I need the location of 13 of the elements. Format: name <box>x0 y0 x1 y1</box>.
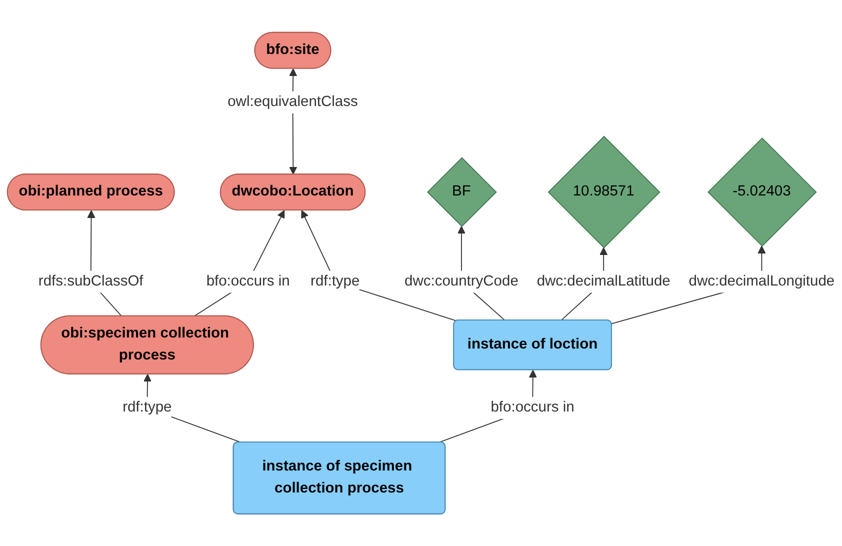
edge-label: dwc:countryCode <box>404 273 518 289</box>
edge-label: owl:equivalentClass <box>228 94 358 110</box>
node-diamond: -5.02403 <box>708 137 817 247</box>
edge-label: bfo:occurs in <box>206 273 290 289</box>
edge-label: rdf:type <box>122 400 172 416</box>
arrow <box>301 210 458 322</box>
node-diamond: 10.98571 <box>548 136 660 248</box>
edge-label: dwc:decimalLatitude <box>536 273 670 289</box>
edge-label: dwc:decimalLongitude <box>688 273 835 289</box>
edge-label: bfo:occurs in <box>490 400 574 416</box>
edge-label: rdf:type <box>310 273 360 289</box>
node-diamond: BF <box>426 157 497 227</box>
edge-label: rdfs:subClassOf <box>38 273 144 289</box>
